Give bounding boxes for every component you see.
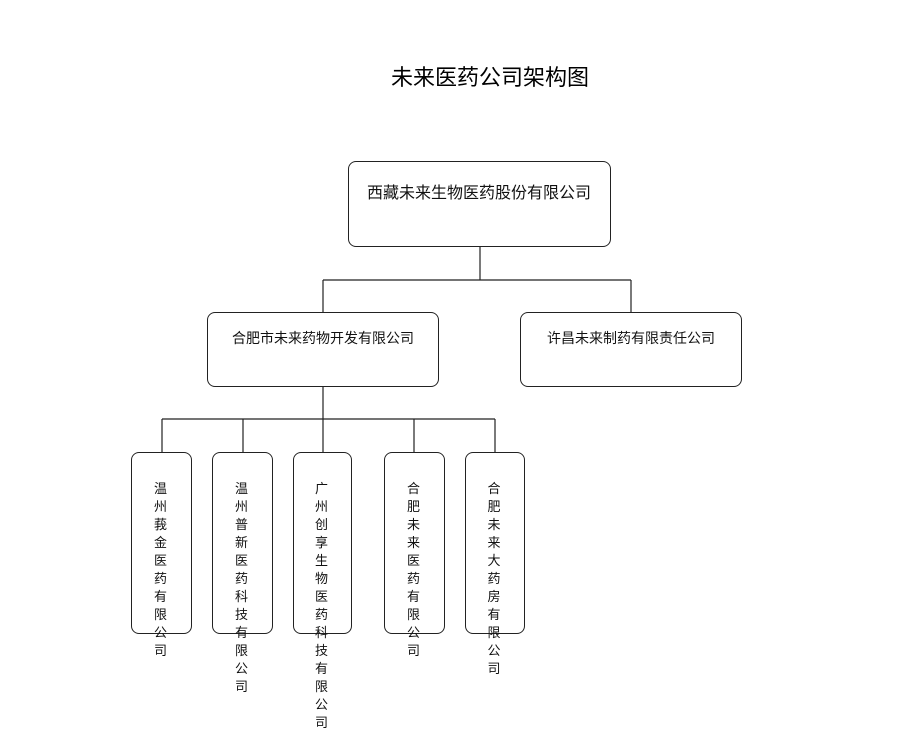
root-company-label: 西藏未来生物医药股份有限公司 <box>367 183 592 202</box>
hefei-dev-company-box: 合肥市未来药物开发有限公司 <box>207 312 439 387</box>
child-company-box-4: 合肥未来医药有限公司 <box>384 452 445 659</box>
xuchang-company-label: 许昌未来制药有限责任公司 <box>547 331 715 347</box>
connector-lines <box>161 247 632 452</box>
child-company-label-2: 温州普新医药科技有限公司 <box>234 482 250 695</box>
xuchang-company-box: 许昌未来制药有限责任公司 <box>520 312 742 387</box>
child-company-box-3: 广州创享生物医药科技有限公司 <box>293 452 352 731</box>
root-company-box: 西藏未来生物医药股份有限公司 <box>348 161 611 247</box>
child-company-label-1: 温州莪金医药有限公司 <box>153 482 169 659</box>
child-company-label-5: 合肥未来大药房有限公司 <box>487 482 503 677</box>
child-company-box-2: 温州普新医药科技有限公司 <box>212 452 273 695</box>
child-company-label-4: 合肥未来医药有限公司 <box>406 482 422 659</box>
child-company-box-5: 合肥未来大药房有限公司 <box>465 452 525 677</box>
child-company-label-3: 广州创享生物医药科技有限公司 <box>314 482 330 731</box>
child-company-box-1: 温州莪金医药有限公司 <box>131 452 192 659</box>
chart-title: 未来医药公司架构图 <box>390 66 589 91</box>
hefei-dev-company-label: 合肥市未来药物开发有限公司 <box>232 331 414 347</box>
